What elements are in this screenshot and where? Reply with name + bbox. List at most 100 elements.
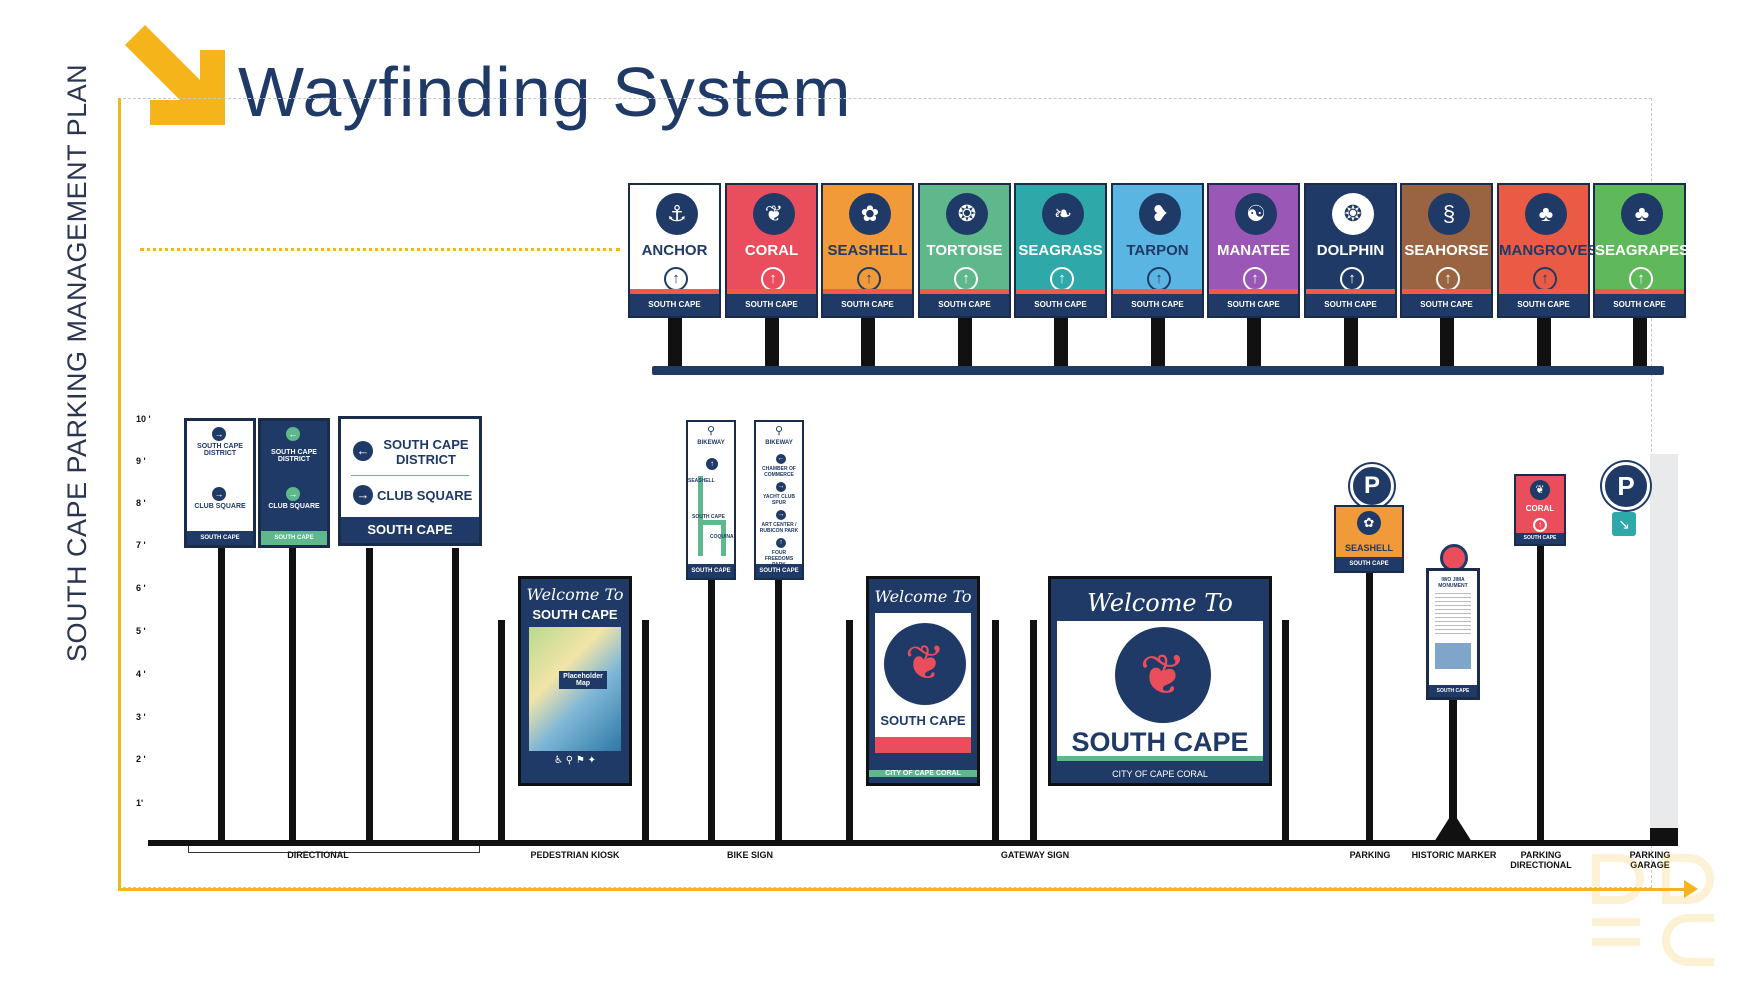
destination-sign-anchor: ⚓ANCHOR↑SOUTH CAPE [628,183,721,318]
scale-1ft: 1ʹ [136,798,144,808]
destination-rail [652,366,1664,375]
brand-footer: SOUTH CAPE [341,517,479,543]
kiosk-map: Placeholder Map [529,627,621,751]
destination-sign-coral: ❦ CORAL ↑ SOUTH CAPE [725,183,818,318]
directional-dest-top: SOUTH CAPE DISTRICT [197,443,243,457]
kiosk-post [498,620,505,840]
gateway-name: SOUTH CAPE [880,713,966,728]
label-directional: DIRECTIONAL [287,850,349,860]
gateway-welcome: Welcome To [874,587,972,606]
tortoise-icon: ❂ [946,193,988,235]
bike-route-south-cape: SOUTH CAPE [692,514,725,520]
directional-bracket [188,846,480,853]
garage-arrow-icon: ↘ [1612,512,1636,536]
scale-5ft: 5 ʹ [136,626,146,636]
up-arrow-icon: ↑ [1243,267,1267,291]
destination-post [765,318,779,368]
destination-post [1054,318,1068,368]
coral-icon: ❦ [1530,480,1550,500]
seahorse-icon: § [1428,193,1470,235]
gateway-city: CITY OF CAPE CORAL [1112,769,1208,779]
bike-post [708,580,715,840]
up-arrow-icon: ↑ [664,267,688,291]
bike-post [775,580,782,840]
gateway-welcome: Welcome To [1087,589,1233,617]
destination-post [958,318,972,368]
seagrapes-icon: ♣ [1621,193,1663,235]
scale-8ft: 8 ʹ [136,498,146,508]
up-arrow-icon: ↑ [1436,267,1460,291]
destination-sign-dolphin: ❂ DOLPHIN ↑ SOUTH CAPE [1304,183,1397,318]
destination-label: MANATEE [1216,242,1291,259]
coral-medallion-icon: ❦ [884,623,966,705]
brand-footer: SOUTH CAPE [727,294,816,316]
destination-sign-tarpon: ❥TARPON↑SOUTH CAPE [1111,183,1204,318]
dolphin-icon: ❂ [1332,193,1374,235]
bike-icon: ⚲ [706,425,716,437]
pedestrian-kiosk: Welcome To SOUTH CAPE Placeholder Map ♿ … [518,576,632,786]
up-arrow-icon: ↑ [1629,267,1653,291]
destination-sign-seahorse: §SEAHORSE↑SOUTH CAPE [1400,183,1493,318]
directional-post [218,548,225,840]
kiosk-welcome: Welcome To [526,585,624,604]
directional-sign-small-navy: ← SOUTH CAPE DISTRICT → CLUB SQUARE SOUT… [258,418,330,548]
directional-sign-large: ← SOUTH CAPE DISTRICT → CLUB SQUARE SOUT… [338,416,482,546]
bike-dest: ART CENTER / RUBICON PARK [759,522,799,534]
brand-footer: SOUTH CAPE [1016,294,1105,316]
brand-footer: SOUTH CAPE [1306,294,1395,316]
manatee-icon: ☯ [1235,193,1277,235]
up-arrow-icon: ↑ [1147,267,1171,291]
destination-label: CORAL [744,242,799,259]
brand-footer: SOUTH CAPE [1113,294,1202,316]
parking-dir-dest: CORAL [1525,504,1555,513]
gateway-post [1282,620,1289,840]
bike-sign-map: ⚲ BIKEWAY ↑ SEASHELL SOUTH CAPE COQUINA … [686,420,736,580]
tarpon-icon: ❥ [1139,193,1181,235]
destination-post [1151,318,1165,368]
yellow-rail [118,888,1688,891]
up-arrow-icon: ↑ [1340,267,1364,291]
coral-icon: ❦ [753,193,795,235]
watermark-logo [1586,848,1736,978]
directional-post [366,548,373,840]
label-bike-sign: BIKE SIGN [726,850,773,860]
seashell-icon: ✿ [849,193,891,235]
directional-dest-bottom: CLUB SQUARE [268,503,320,510]
destination-sign-seagrapes: ♣SEAGRAPES↑SOUTH CAPE [1593,183,1689,318]
arrow-logo-icon [125,25,225,125]
scale-10ft: 10 ʹ [136,414,151,424]
directional-post [289,548,296,840]
seagrass-icon: ❧ [1042,193,1084,235]
parking-dir-sign: ❦ CORAL ↑ SOUTH CAPE [1514,474,1566,546]
destination-post [1344,318,1358,368]
directional-dest-bottom: CLUB SQUARE [377,488,473,503]
dotted-leader [140,248,620,251]
label-gateway-sign: GATEWAY SIGN [1000,850,1070,860]
destination-label: SEASHELL [827,242,908,259]
brand-footer: SOUTH CAPE [823,294,912,316]
bike-route-coquina: COQUINA [710,534,734,540]
destination-sign-manatee: ☯ MANATEE ↑ SOUTH CAPE [1207,183,1300,318]
destination-post [1537,318,1551,368]
directional-dest-top: SOUTH CAPE DISTRICT [271,449,317,463]
up-arrow-icon: ↑ [1533,267,1557,291]
brand-footer: SOUTH CAPE [920,294,1009,316]
scale-7ft: 7 ʹ [136,540,146,550]
gateway-post [1030,620,1037,840]
historic-post [1449,700,1457,820]
bike-route-seashell: SEASHELL [688,478,715,484]
scale-3ft: 3 ʹ [136,712,146,722]
up-arrow-icon: ↑ [761,267,785,291]
side-title: SOUTH CAPE PARKING MANAGEMENT PLAN [62,63,92,662]
label-pedestrian-kiosk: PEDESTRIAN KIOSK [530,850,620,860]
bike-head: BIKEWAY [765,440,793,446]
destination-label: DOLPHIN [1316,242,1385,259]
destination-sign-mangroves: ♣MANGROVES↑SOUTH CAPE [1497,183,1598,318]
bike-head: BIKEWAY [697,440,725,446]
destination-post [668,318,682,368]
brand-footer: SOUTH CAPE [1209,294,1298,316]
bike-icon: ⚲ [774,425,784,437]
brand-footer: SOUTH CAPE [1336,557,1402,571]
directional-sign-small-white: → SOUTH CAPE DISTRICT → CLUB SQUARE SOUT… [184,418,256,548]
destination-label: MANGROVES [1499,242,1598,259]
